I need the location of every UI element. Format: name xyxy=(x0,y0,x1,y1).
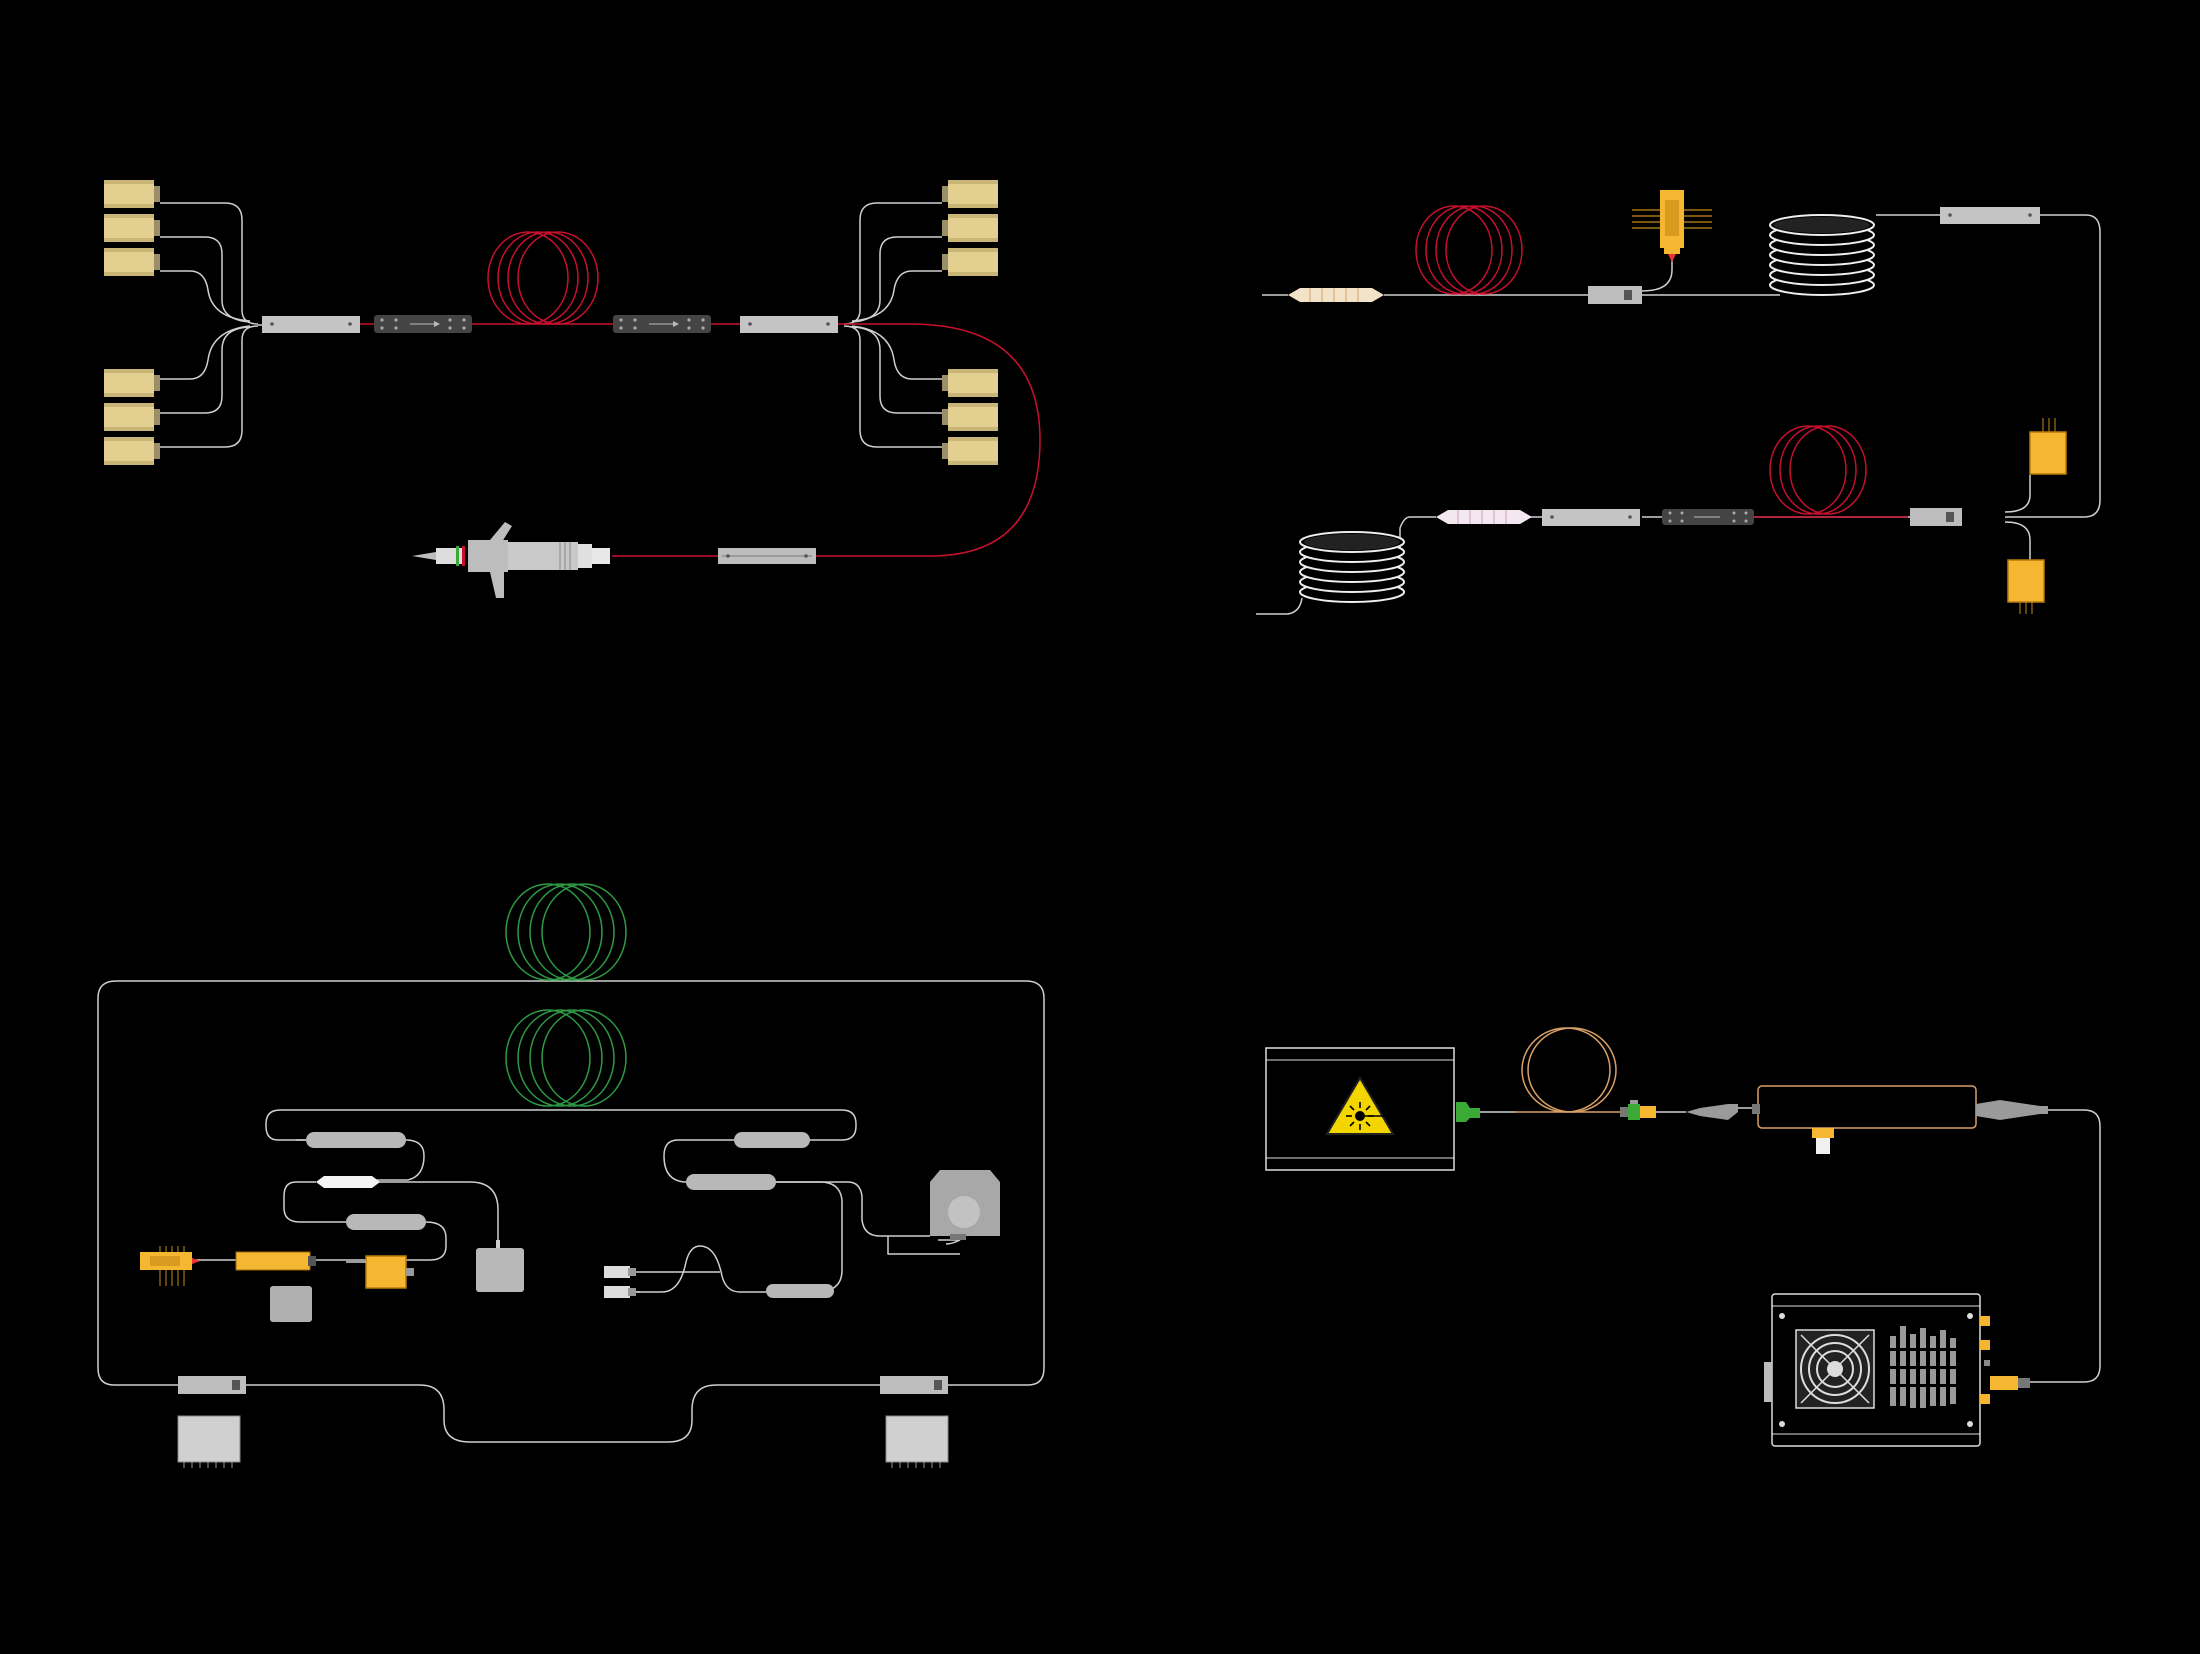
output-connector xyxy=(1976,1100,2048,1120)
output-isolator xyxy=(718,548,816,564)
input-connector xyxy=(1686,1104,1738,1120)
pigtail-fibers-right xyxy=(843,202,942,448)
pump-diode-upper xyxy=(2029,418,2067,475)
fiber-bragg-grating-left xyxy=(374,315,472,333)
panel-fiber-amplifier xyxy=(1256,190,2101,615)
panel-pump-combiner xyxy=(104,180,1041,598)
pump-diode xyxy=(942,180,998,208)
optical-module xyxy=(930,1170,1000,1240)
fan-icon xyxy=(1795,1329,1875,1409)
seed-laser-diode xyxy=(140,1246,200,1286)
pump-diode xyxy=(104,369,160,397)
signal-combiner-lower xyxy=(1532,509,1640,526)
pump-diode xyxy=(942,437,998,465)
pump-diode-lower xyxy=(2007,559,2045,614)
pump-diode xyxy=(104,180,160,208)
fiber-connectors xyxy=(604,1266,636,1298)
pump-diode-group-left xyxy=(104,180,160,465)
isolator-yellow xyxy=(235,1251,316,1271)
fiber-spool-lower xyxy=(1299,531,1405,603)
passive-fiber-loop xyxy=(1516,1027,1620,1113)
tec-controller xyxy=(270,1286,312,1322)
pump-coupler-lower xyxy=(1910,508,1962,526)
pump-diode xyxy=(942,369,998,397)
gain-fiber xyxy=(360,231,1041,557)
pump-signal-combiner xyxy=(1940,207,2040,224)
coupler xyxy=(766,1284,834,1298)
gain-fiber-loops xyxy=(505,883,627,1107)
output-coupler-right xyxy=(880,1376,948,1394)
pump-combiner-left xyxy=(262,316,360,333)
laser-hazard-icon xyxy=(1325,1076,1395,1135)
ring-fiber xyxy=(97,980,1045,1443)
seed-laser-diode xyxy=(1632,190,1712,262)
laser-source xyxy=(1265,1047,1480,1171)
output-coupler-left xyxy=(178,1376,246,1394)
pump-diode-group-right xyxy=(942,180,998,465)
collimator-output-head xyxy=(412,522,610,598)
coupler xyxy=(686,1174,776,1190)
pump-diode xyxy=(104,248,160,276)
fiber-bragg-grating-right xyxy=(613,315,711,333)
panel-ring-cavity xyxy=(97,883,1045,1468)
detector-module-right xyxy=(885,1415,949,1468)
pump-diode xyxy=(104,403,160,431)
photodetector xyxy=(476,1240,524,1292)
tap-coupler xyxy=(1588,286,1642,304)
detector-module-left xyxy=(177,1415,241,1468)
pump-diode xyxy=(942,248,998,276)
amplifier-module xyxy=(1752,1085,1977,1154)
chiller-ports xyxy=(1980,1316,2030,1404)
panel-laser-to-chiller xyxy=(1265,1027,2101,1447)
pump-diode xyxy=(104,437,160,465)
pigtail-fibers-left xyxy=(160,202,262,448)
pump-combiner-right xyxy=(740,316,838,333)
polarizer-white xyxy=(316,1176,380,1188)
pump-diode xyxy=(104,214,160,242)
pump-diode xyxy=(942,214,998,242)
pump-diode-yellow xyxy=(346,1255,414,1289)
pump-diode xyxy=(942,403,998,431)
delivery-fiber xyxy=(1480,1107,2101,1383)
coupler xyxy=(306,1132,406,1148)
fiber-spool-upper xyxy=(1769,214,1875,296)
fiber-couplers xyxy=(306,1132,834,1298)
coupler xyxy=(346,1214,426,1230)
mode-field-adaptor xyxy=(1288,288,1384,302)
vent-grille xyxy=(1886,1326,1962,1408)
mode-field-adaptor-lower xyxy=(1410,510,1532,524)
fiber-connector-small xyxy=(1620,1100,1656,1120)
fiber-bragg-grating xyxy=(1662,509,1754,525)
coupler xyxy=(734,1132,810,1148)
gain-fiber-loops xyxy=(1415,205,1908,518)
chiller-unit xyxy=(1764,1293,2030,1447)
